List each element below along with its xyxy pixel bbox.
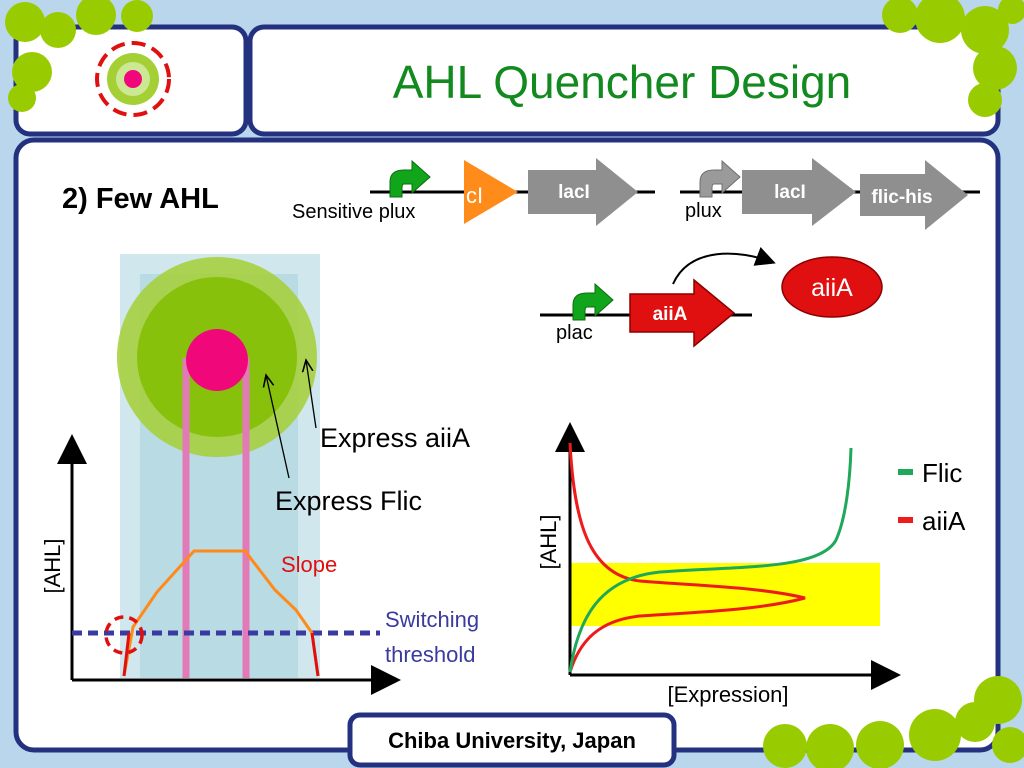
left-diagram: [AHL] Slope Switching threshold Express … — [40, 254, 479, 695]
aiiA-curve — [568, 442, 806, 673]
pointer-express-aiia — [306, 360, 317, 429]
aiiA-gene-shape — [629, 278, 736, 348]
source-cell — [186, 329, 248, 391]
threshold-label-line1: Switching — [385, 607, 479, 632]
right-graph: [AHL] [Expression] Flic aiiA — [536, 422, 966, 707]
cI-repressor-shape — [464, 160, 518, 224]
target-logo — [95, 41, 171, 117]
right-xlabel: [Expression] — [667, 682, 788, 707]
construct-plux: lacI flic-his plux — [680, 158, 980, 230]
crossing-target-icon — [104, 615, 144, 655]
lacI-gene-1-shape — [528, 158, 638, 226]
section-heading: 2) Few AHL — [62, 183, 219, 215]
lacI-gene-1-label: lacI — [558, 182, 590, 203]
construct-sensitive-plux: cI lacI Sensitive plux — [292, 158, 655, 226]
sensitive-plux-label: Sensitive plux — [292, 201, 415, 223]
slope-label: Slope — [281, 552, 337, 577]
construct-plac-aiiA: aiiA plac aiiA — [540, 247, 883, 348]
profile-right-edge — [310, 632, 320, 677]
plac-label: plac — [556, 322, 593, 344]
footer-text: Chiba University, Japan — [388, 728, 636, 753]
switching-band — [570, 563, 880, 626]
legend-aiiA-label: aiiA — [922, 506, 966, 536]
express-flic-label: Express Flic — [275, 486, 422, 516]
pointer-express-flic — [266, 375, 290, 479]
aiiA-gene-label: aiiA — [653, 304, 688, 325]
threshold-label-line2: threshold — [385, 642, 476, 667]
promoter-green-arrow-icon — [389, 159, 431, 198]
express-aiia-label: Express aiiA — [320, 423, 470, 453]
left-ylabel: [AHL] — [40, 538, 65, 593]
footer-box — [347, 712, 677, 768]
ahl-profile-curve — [122, 549, 320, 677]
legend-flic-label: Flic — [922, 458, 962, 488]
lacI-gene-2-label: lacI — [774, 182, 806, 203]
aiiA-protein-ellipse — [781, 256, 883, 318]
flic-his-gene-shape — [860, 160, 968, 230]
bubble-decoration-top-left — [5, 0, 153, 112]
cI-label: cI — [466, 183, 483, 208]
flic-his-gene-label: flic-his — [871, 187, 932, 208]
page-title: AHL Quencher Design — [393, 56, 852, 108]
aiiA-protein-label: aiiA — [811, 274, 853, 302]
lacI-gene-2-shape — [742, 158, 856, 226]
bubble-decoration-bottom-right — [763, 676, 1024, 768]
flic-curve — [568, 447, 853, 673]
profile-left-edge — [122, 632, 131, 677]
bubble-decoration-top-right — [882, 0, 1024, 117]
expression-arrow — [672, 247, 776, 285]
plux-label: plux — [685, 200, 722, 222]
promoter-green-arrow-icon — [572, 282, 614, 321]
right-ylabel: [AHL] — [536, 514, 561, 569]
promoter-gray-arrow-icon — [699, 159, 741, 198]
